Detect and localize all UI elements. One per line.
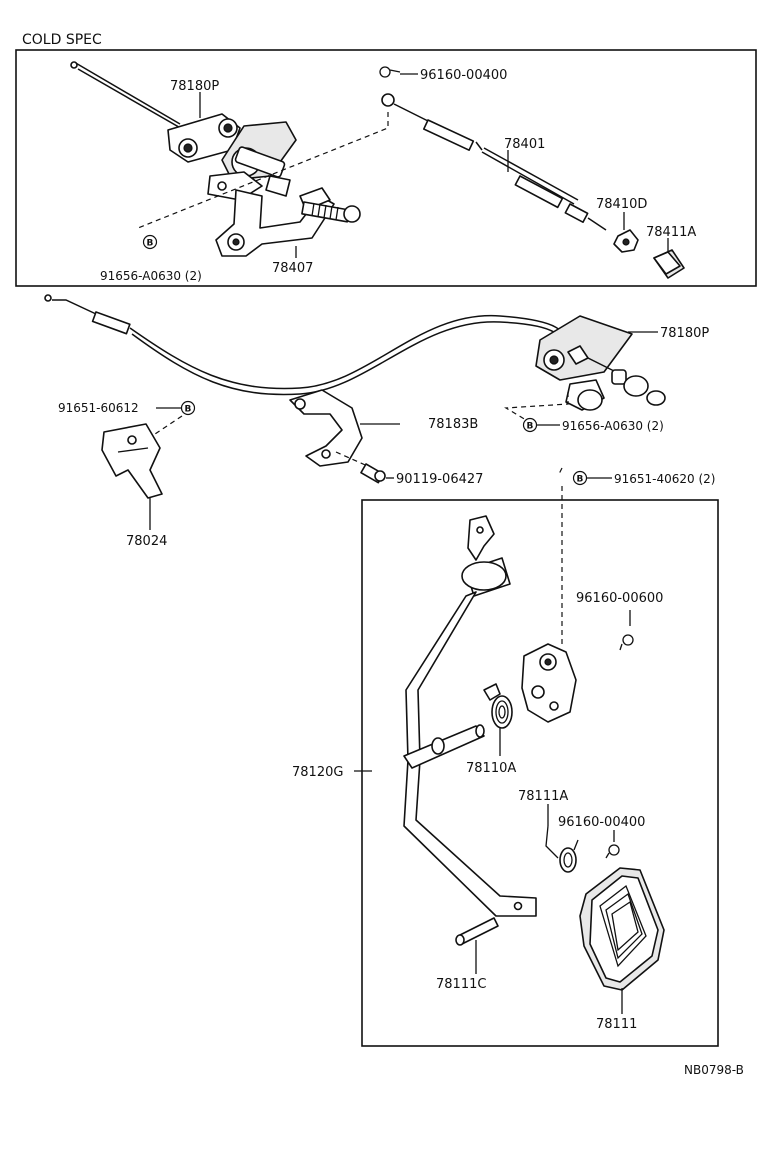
link-assembly-78180p-top [167, 113, 297, 201]
label-78111a: 78111A [518, 789, 568, 804]
clip-96160-00600 [619, 634, 634, 651]
link-assembly-78180p-mid [535, 315, 666, 411]
dashed-guide-90119 [335, 451, 373, 469]
section-title: COLD SPEC [22, 32, 102, 48]
bolt-mark-91651-40620: B [572, 470, 588, 486]
label-91656-top: 91656-A0630 (2) [100, 269, 202, 283]
label-78110a: 78110A [466, 761, 516, 776]
label-78180p-mid: 78180P [660, 326, 709, 341]
label-78410d: 78410D [596, 197, 647, 212]
bolt-mark-91656-top: B [142, 234, 158, 250]
svg-text:B: B [577, 475, 584, 485]
cold-spec-box [15, 49, 757, 287]
bracket-78024 [101, 423, 163, 499]
label-78120g: 78120G [292, 765, 343, 780]
cap-78411a [653, 249, 685, 279]
svg-text:B: B [147, 239, 154, 249]
bracket-78183b [289, 389, 363, 467]
label-96160-00400-bottom: 96160-00400 [558, 815, 645, 830]
rod-78401 [381, 93, 607, 231]
dashed-guide-91651-40620 [557, 467, 563, 477]
pin-78111c [455, 917, 499, 946]
label-78111: 78111 [596, 1017, 637, 1032]
label-78183b: 78183B [428, 417, 478, 432]
label-78407: 78407 [272, 261, 313, 276]
accelerator-cable-top [70, 61, 185, 131]
pedal-pad-78111 [579, 867, 665, 991]
label-78024: 78024 [126, 534, 167, 549]
label-96160-00400-top: 96160-00400 [420, 68, 507, 83]
svg-text:B: B [527, 422, 534, 432]
label-91656-mid: 91656-A0630 (2) [562, 419, 664, 433]
svg-text:B: B [185, 405, 192, 415]
label-91651-60612: 91651-60612 [58, 401, 139, 415]
clip-96160-00400-top [379, 66, 401, 78]
clip-96160-00400-bottom [605, 844, 620, 859]
label-90119-06427: 90119-06427 [396, 472, 483, 487]
bolt-mark-91656-mid: B [522, 417, 538, 433]
spring-78111a [545, 825, 579, 873]
pedal-assembly-box [361, 499, 719, 1047]
label-96160-00600: 96160-00600 [576, 591, 663, 606]
bolt-90119-06427 [360, 463, 386, 484]
bracket-78407 [215, 187, 361, 257]
dashed-guide-mid [504, 392, 569, 421]
spring-78110a [483, 683, 513, 729]
label-78180p-top: 78180P [170, 79, 219, 94]
label-91651-40620: 91651-40620 (2) [614, 472, 716, 486]
pedal-bracket [521, 643, 577, 723]
figure-code: NB0798-B [684, 1063, 744, 1077]
bolt-mark-91651-60612: B [180, 400, 196, 416]
label-78411a: 78411A [646, 225, 696, 240]
label-78111c: 78111C [436, 977, 486, 992]
nut-78410d [613, 229, 639, 253]
accelerator-cable-main [44, 294, 567, 396]
label-78401: 78401 [504, 137, 545, 152]
pedal-arm-78120g [403, 515, 537, 917]
dashed-guide-78024 [151, 415, 183, 437]
